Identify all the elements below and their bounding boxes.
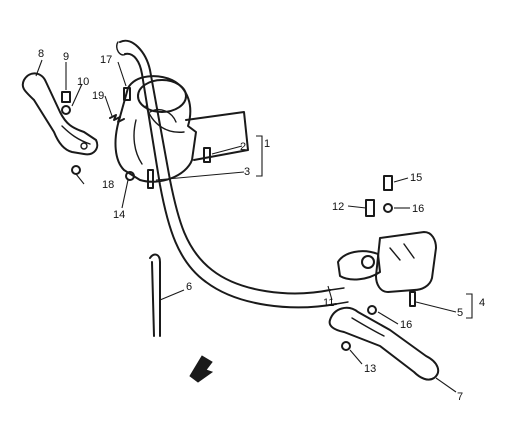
nut-10 <box>61 105 71 115</box>
screw-2 <box>203 147 211 163</box>
screw-17 <box>123 87 131 101</box>
callout-17: 17 <box>100 54 112 66</box>
callout-3: 3 <box>244 166 250 178</box>
callout-1: 1 <box>264 138 270 150</box>
bolt-15 <box>383 175 393 191</box>
leader-lines <box>35 59 473 393</box>
left-lever <box>21 72 99 156</box>
screw-5 <box>409 291 416 307</box>
washer-14 <box>125 171 135 181</box>
washer-18 <box>71 165 81 175</box>
callout-12: 12 <box>332 201 344 213</box>
callout-7: 7 <box>457 391 463 403</box>
callout-15: 15 <box>410 172 422 184</box>
callout-6: 6 <box>186 281 192 293</box>
callout-16-top: 16 <box>412 203 424 215</box>
right-master-cylinder <box>337 175 437 315</box>
screw-9 <box>61 91 71 103</box>
callout-18: 18 <box>102 179 114 191</box>
callout-13: 13 <box>364 363 376 375</box>
nut-13 <box>341 341 351 351</box>
handlebar <box>116 39 349 309</box>
callout-8: 8 <box>38 48 44 60</box>
callout-4: 4 <box>479 297 485 309</box>
left-small-parts <box>61 87 211 189</box>
washer-16-top <box>383 203 393 213</box>
callout-14: 14 <box>113 209 125 221</box>
right-lever <box>328 306 440 381</box>
bolt-3 <box>147 169 154 189</box>
bolt-12 <box>365 199 375 217</box>
callout-2: 2 <box>240 141 246 153</box>
callout-10: 10 <box>77 76 89 88</box>
callout-5: 5 <box>457 307 463 319</box>
callout-labels: 8 9 10 19 17 2 1 3 18 14 6 12 15 16 16 5… <box>38 48 485 403</box>
washer-16-bottom <box>367 305 377 315</box>
callout-16-bottom: 16 <box>400 319 412 331</box>
arrow-mark <box>189 355 214 383</box>
callout-19: 19 <box>92 90 104 102</box>
spring-19 <box>109 114 125 123</box>
left-lever-holder <box>114 75 249 183</box>
cable-tie <box>149 253 161 337</box>
callout-9: 9 <box>63 51 69 63</box>
callout-11: 11 <box>323 297 334 309</box>
